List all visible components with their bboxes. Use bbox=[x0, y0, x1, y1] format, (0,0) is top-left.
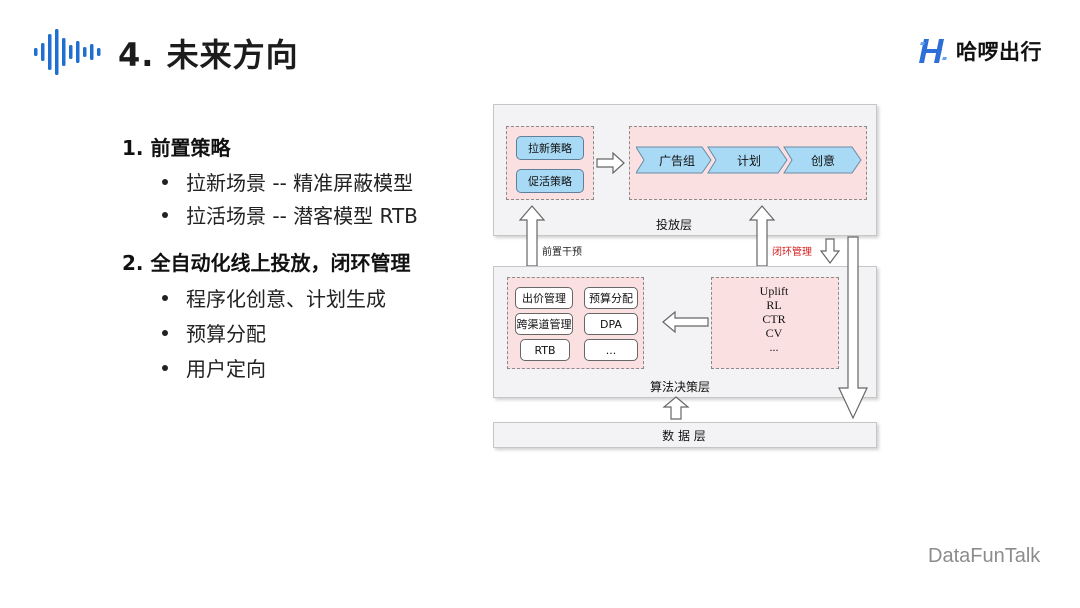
data-layer-label: 数 据 层 bbox=[662, 429, 706, 443]
hollow-arrow-up-icon bbox=[518, 205, 546, 267]
brand-name: 哈啰出行 bbox=[956, 40, 1042, 64]
hollow-arrow-left-icon bbox=[662, 311, 709, 333]
section-2-bullet: 程序化创意、计划生成 bbox=[162, 283, 386, 312]
model-cv: CV bbox=[765, 326, 783, 340]
bullet-text: 用户定向 bbox=[186, 357, 266, 381]
hellobike-h-icon bbox=[919, 39, 947, 63]
module-budget-allocation: 预算分配 bbox=[584, 287, 638, 309]
bullet-text: 拉新场景 -- 精准屏蔽模型 bbox=[186, 171, 414, 195]
bullet-text: 拉活场景 -- 潜客模型 RTB bbox=[186, 204, 418, 228]
models-box bbox=[711, 277, 839, 369]
module-dpa: DPA bbox=[584, 313, 638, 335]
closed-loop-label: 闭环管理 bbox=[772, 247, 812, 258]
bullet-dot-icon bbox=[162, 178, 168, 185]
bullet-dot-icon bbox=[162, 329, 168, 336]
hollow-arrow-up-icon bbox=[748, 205, 776, 267]
bullet-dot-icon bbox=[162, 294, 168, 301]
section-1-heading: 1. 前置策略 bbox=[122, 136, 231, 160]
footer-watermark: DataFunTalk bbox=[928, 545, 1041, 567]
soundwave-logo-icon bbox=[34, 29, 101, 75]
model-rl: RL bbox=[766, 298, 782, 312]
hollow-arrow-down-icon bbox=[820, 238, 840, 264]
data-layer bbox=[493, 422, 877, 448]
slide-title: 4. 未来方向 bbox=[118, 36, 299, 74]
bullet-text: 预算分配 bbox=[186, 322, 266, 346]
chain-step-adgroup: 广告组 bbox=[658, 153, 695, 168]
hollow-arrow-up-icon bbox=[662, 396, 690, 420]
delivery-layer-label: 投放层 bbox=[656, 218, 693, 232]
section-2-heading: 2. 全自动化线上投放，闭环管理 bbox=[122, 251, 411, 275]
hollow-arrow-down-long-icon bbox=[838, 236, 868, 420]
model-more: ... bbox=[769, 340, 779, 354]
module-rtb: RTB bbox=[520, 339, 570, 361]
section-2-bullet: 预算分配 bbox=[162, 318, 266, 347]
strategy-item-acquisition: 拉新策略 bbox=[516, 136, 584, 160]
module-cross-channel: 跨渠道管理 bbox=[515, 313, 573, 335]
strategy-item-activation: 促活策略 bbox=[516, 169, 584, 193]
model-uplift: Uplift bbox=[759, 284, 789, 298]
chain-step-creative: 创意 bbox=[810, 153, 835, 168]
section-1-bullet: 拉活场景 -- 潜客模型 RTB bbox=[162, 200, 418, 229]
bullet-dot-icon bbox=[162, 364, 168, 371]
bullet-dot-icon bbox=[162, 211, 168, 218]
section-2-bullet: 用户定向 bbox=[162, 353, 266, 382]
module-more: ... bbox=[584, 339, 638, 361]
algorithm-layer-label: 算法决策层 bbox=[650, 380, 711, 394]
bullet-text: 程序化创意、计划生成 bbox=[186, 287, 386, 311]
model-ctr: CTR bbox=[762, 312, 786, 326]
ad-chain-chevrons bbox=[636, 146, 862, 174]
brand-logo: 哈啰出行 bbox=[918, 34, 1042, 68]
module-bid-management: 出价管理 bbox=[515, 287, 573, 309]
hollow-arrow-right-icon bbox=[596, 152, 625, 174]
pre-intervention-label: 前置干预 bbox=[542, 247, 582, 258]
section-1-bullet: 拉新场景 -- 精准屏蔽模型 bbox=[162, 167, 413, 196]
chain-step-plan: 计划 bbox=[736, 153, 761, 168]
